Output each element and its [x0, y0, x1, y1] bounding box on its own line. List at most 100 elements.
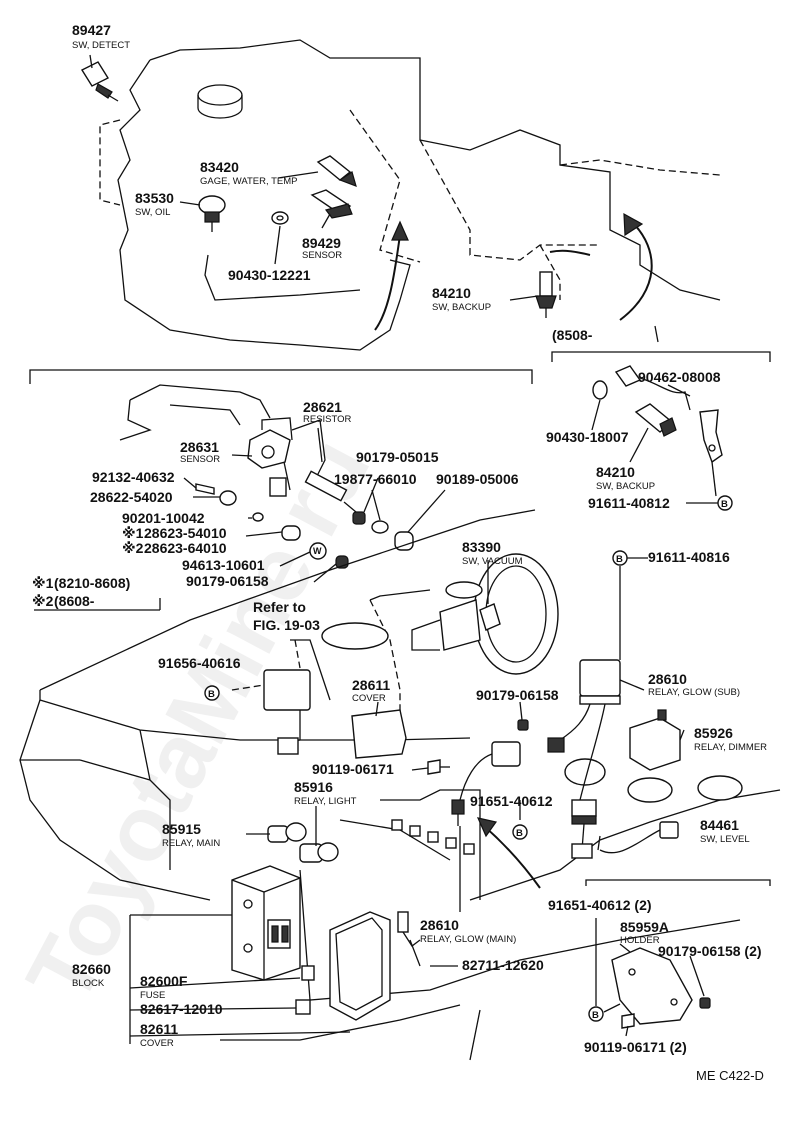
legend-2-range: (8608-: [54, 593, 95, 609]
relay-glow-main: [397, 911, 421, 947]
label-91656-40616: 91656-40616: [158, 655, 241, 671]
label-91611-40812: 91611-40812: [588, 495, 670, 511]
bracket-left-group: [29, 369, 533, 384]
label-82660-num: 82660: [72, 961, 111, 977]
leaders-middle: [183, 427, 446, 583]
water-temp-gage: [316, 155, 357, 187]
label-84210-top-name: SW, BACKUP: [432, 302, 491, 313]
label-28610-main-num: 28610: [420, 917, 459, 933]
svg-text:B: B: [208, 689, 215, 700]
label-89429-name: SENSOR: [302, 250, 342, 261]
label-82617-12010: 82617-12010: [140, 1001, 223, 1017]
label-85916-name: RELAY, LIGHT: [294, 796, 357, 807]
engine-outline: [99, 39, 721, 351]
legend-1-mark: ※1: [32, 575, 54, 591]
bolt-symbol-91611-40812: [717, 495, 733, 511]
label-mark2: ※2: [122, 540, 144, 556]
label-94613-10601: 94613-10601: [182, 557, 265, 573]
cover-82611: [329, 911, 391, 1021]
label-90179-06158-c: 90179-06158: [476, 687, 559, 703]
label-92132-40632: 92132-40632: [92, 469, 175, 485]
label-90462-08008: 90462-08008: [638, 369, 721, 385]
label-85916-num: 85916: [294, 779, 333, 795]
label-91651-40612-2: 91651-40612 (2): [548, 897, 652, 913]
label-19877-66010: 19877-66010: [334, 471, 417, 487]
label-28610-sub-num: 28610: [648, 671, 687, 687]
label-90119-06171-a: 90119-06171: [312, 761, 394, 777]
label-85959a-name: HOLDER: [620, 935, 660, 946]
label-82600f-name: FUSE: [140, 990, 165, 1001]
label-89427-name: SW, DETECT: [72, 40, 130, 51]
label-85959a-num: 85959A: [620, 919, 669, 935]
label-90430-18007: 90430-18007: [546, 429, 629, 445]
relay-main-light: [267, 822, 339, 863]
label-fig-19-03: FIG. 19-03: [253, 617, 320, 633]
label-85926-name: RELAY, DIMMER: [694, 742, 767, 753]
label-mark1: ※1: [122, 525, 144, 541]
relay-glow-sub: [547, 659, 621, 859]
label-90201-10042: 90201-10042: [122, 510, 205, 526]
relay-dimmer: [629, 709, 681, 771]
label-90189-05006: 90189-05006: [436, 471, 519, 487]
bolt-symbol-text: B: [721, 499, 728, 510]
label-refer-to: Refer to: [253, 599, 306, 615]
svg-text:B: B: [616, 554, 623, 565]
backup-switch-top: [535, 271, 557, 318]
leaders-right: [591, 384, 718, 504]
bolt-symbols-lower: B B B B: [204, 550, 628, 1022]
level-switch: [599, 821, 679, 854]
label-82600f-num: 82600F: [140, 973, 188, 989]
holder-85959a: [611, 947, 711, 1029]
label-90179-06158-a: 90179-06158: [186, 573, 269, 589]
leaders-top: [89, 54, 539, 301]
label-28631-num: 28631: [180, 439, 219, 455]
leaders-lower: [129, 557, 771, 1044]
label-83420-num: 83420: [200, 159, 239, 175]
lhd-arrow: [483, 825, 541, 889]
vacuum-switch-lower: [451, 741, 521, 826]
label-85915-num: 85915: [162, 821, 201, 837]
label-85915-name: RELAY, MAIN: [162, 838, 220, 849]
label-84210-num: 84210: [596, 464, 635, 480]
label-28623-54010: 28623-54010: [144, 525, 227, 541]
label-91611-40816: 91611-40816: [648, 549, 730, 565]
label-28622-54020: 28622-54020: [90, 489, 173, 505]
bracket-8508-close: [654, 325, 659, 343]
backup-switch-group: [592, 365, 723, 497]
label-84461-num: 84461: [700, 817, 739, 833]
detect-switch: [80, 61, 119, 102]
label-89429-num: 89429: [302, 235, 341, 251]
temp-sensor: [310, 189, 353, 219]
label-84210-name: SW, BACKUP: [596, 481, 655, 492]
legend-1-range: (8210-8608): [54, 575, 130, 591]
label-90179-05015: 90179-05015: [356, 449, 439, 465]
label-8508: (8508-: [552, 327, 593, 343]
svg-text:B: B: [592, 1010, 599, 1021]
label-83530-num: 83530: [135, 190, 174, 206]
glow-relay-bracket: [263, 639, 331, 755]
label-83530-name: SW, OIL: [135, 207, 170, 218]
label-82711-12620: 82711-12620: [462, 957, 544, 973]
bracket-right-group: [551, 351, 771, 362]
label-91651-40612-a: 91651-40612: [470, 793, 553, 809]
label-83420-name: GAGE, WATER, TEMP: [200, 176, 297, 187]
label-28621-name: RESISTOR: [303, 414, 352, 425]
label-28623-64010: 28623-64010: [144, 540, 227, 556]
washer-symbol: W: [313, 546, 322, 556]
sensor-resistor-group: [119, 384, 414, 569]
label-82611-num: 82611: [140, 1021, 178, 1037]
junction-block: [231, 865, 315, 1015]
label-84210-top-num: 84210: [432, 285, 471, 301]
label-82611-name: COVER: [140, 1038, 174, 1049]
washer-90430: [271, 211, 289, 225]
svg-text:B: B: [516, 828, 523, 839]
label-84461-name: SW, LEVEL: [700, 834, 750, 845]
label-82660-name: BLOCK: [72, 978, 105, 989]
label-28621-num: 28621: [303, 399, 342, 415]
label-28611-name: COVER: [352, 693, 386, 704]
legend-2-mark: ※2: [32, 593, 54, 609]
label-83390-num: 83390: [462, 539, 501, 555]
label-90179-06158-2: 90179-06158 (2): [658, 943, 762, 959]
